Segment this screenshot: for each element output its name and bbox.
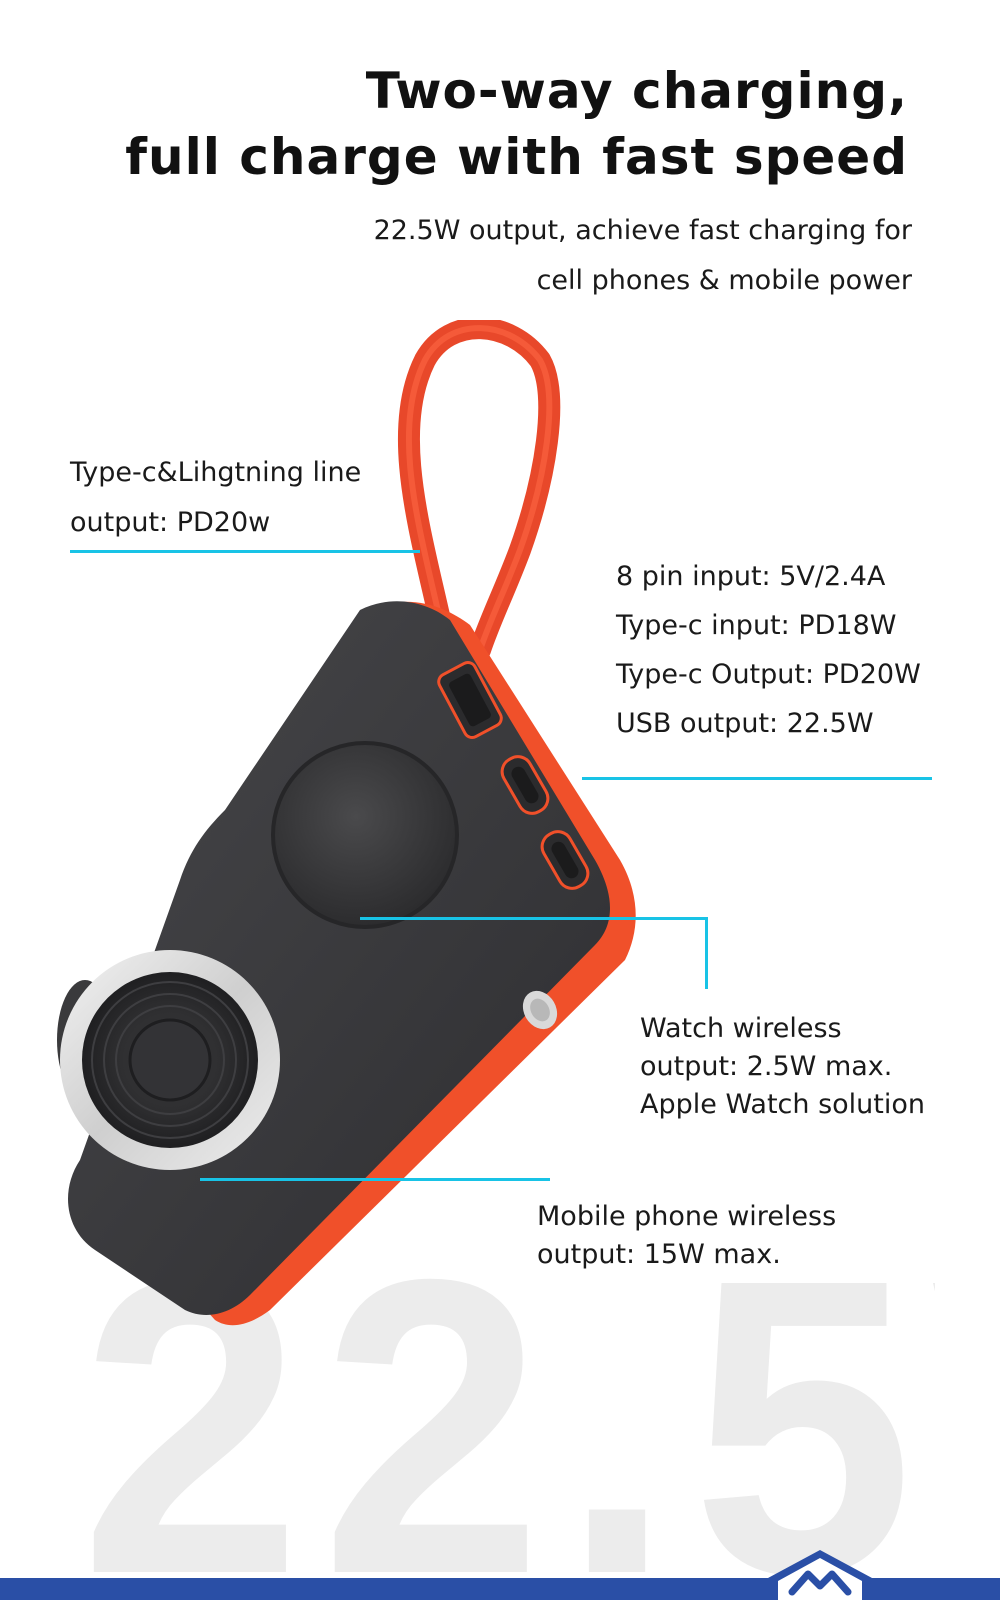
watch-charging-pad (271, 741, 459, 929)
callout-watch-line-1: Watch wireless (640, 1013, 842, 1044)
callout-cable-output: Type-c&Lihgtning line output: PD20w (70, 448, 430, 548)
callout-port-spec: Type-c input: PD18W (616, 610, 897, 641)
cable-loop (397, 320, 561, 661)
headline: Two-way charging, full charge with fast … (108, 58, 908, 190)
callout-watch-leader-horizontal (360, 917, 708, 920)
callout-phone-line-2: output: 15W max. (537, 1239, 781, 1270)
headline-line-1: Two-way charging, (365, 62, 908, 120)
callout-port-spec: 8 pin input: 5V/2.4A (616, 561, 886, 592)
subheadline: 22.5W output, achieve fast charging for … (212, 206, 912, 306)
callout-watch-wireless: Watch wireless output: 2.5W max. Apple W… (640, 1010, 980, 1124)
callout-watch-leader-vertical (705, 917, 708, 989)
callout-ports-leader (582, 777, 932, 780)
callout-watch-line-2: output: 2.5W max. (640, 1051, 893, 1082)
callout-phone-wireless: Mobile phone wireless output: 15W max. (537, 1198, 957, 1274)
callout-watch-line-3: Apple Watch solution (640, 1089, 926, 1120)
phone-charging-pad (57, 950, 280, 1170)
callout-phone-line-1: Mobile phone wireless (537, 1201, 837, 1232)
brand-logo-icon (768, 1550, 872, 1600)
subheadline-line-1: 22.5W output, achieve fast charging for (373, 215, 912, 246)
callout-cable-line-2: output: PD20w (70, 507, 271, 538)
headline-line-2: full charge with fast speed (125, 128, 908, 186)
callout-port-spec: Type-c Output: PD20W (616, 659, 921, 690)
power-bank-illustration (57, 320, 636, 1326)
callout-phone-leader (200, 1178, 550, 1181)
callout-cable-leader (70, 550, 420, 553)
power-button (522, 990, 558, 1030)
callout-port-spec: USB output: 22.5W (616, 708, 874, 739)
callout-ports: 8 pin input: 5V/2.4A Type-c input: PD18W… (616, 552, 996, 748)
bottom-brand-bar (0, 1578, 1000, 1600)
subheadline-line-2: cell phones & mobile power (536, 265, 912, 296)
port-panel (437, 661, 590, 890)
callout-cable-line-1: Type-c&Lihgtning line (70, 457, 362, 488)
